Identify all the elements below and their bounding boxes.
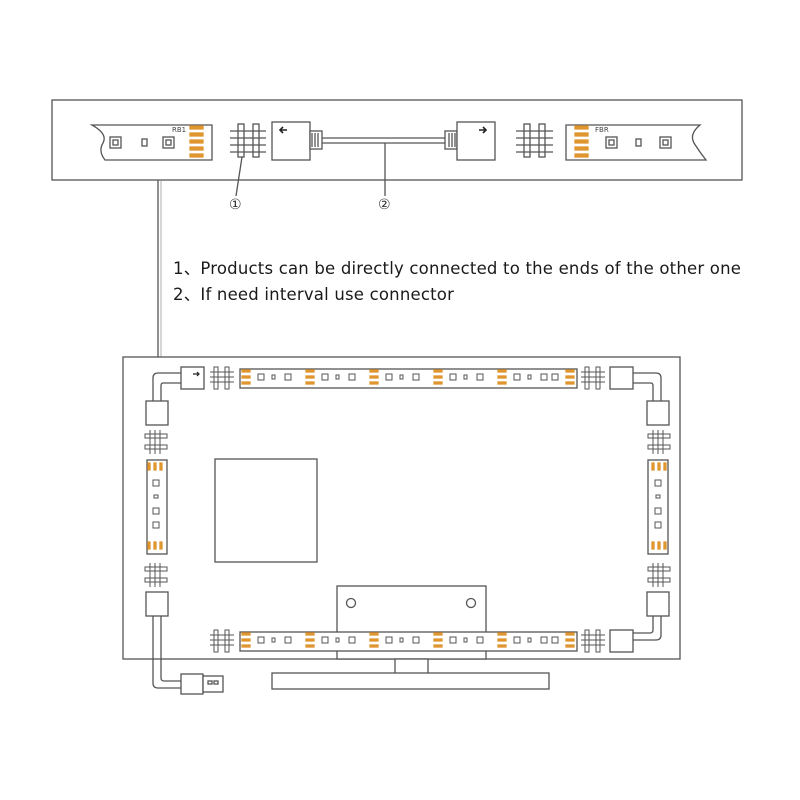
corner-cables [145,366,670,689]
tv-back [122,356,681,690]
strip-mark-left: RB1 [172,126,186,134]
pin-connector-1: ① [229,123,266,213]
mount-plate [214,458,318,563]
callout-2: ② [378,197,391,213]
strip-piece-right: FBR [565,124,708,161]
arrow-left-icon [278,126,287,134]
solder-pads-right [574,125,589,158]
stand-column [394,658,429,675]
detail-panel: RB1 ① [51,99,743,213]
pin-connector-2 [516,123,553,158]
usb-plug-icon [180,673,224,695]
strip-top [239,368,578,389]
extension-cable: ② [271,121,496,213]
pin-connectors-tv [144,366,671,653]
stand-base [271,672,550,690]
strip-right [647,459,669,555]
strip-piece-left: RB1 [89,124,213,161]
arrow-right-icon [479,126,488,134]
strip-mark-right: FBR [595,126,609,134]
solder-pads-left [189,125,204,158]
instruction-note-2: 2、If need interval use connector [173,285,455,304]
strip-left [146,459,168,555]
strip-bottom [239,631,578,652]
instruction-note-1: 1、Products can be directly connected to … [173,259,742,278]
callout-1: ① [229,197,242,213]
